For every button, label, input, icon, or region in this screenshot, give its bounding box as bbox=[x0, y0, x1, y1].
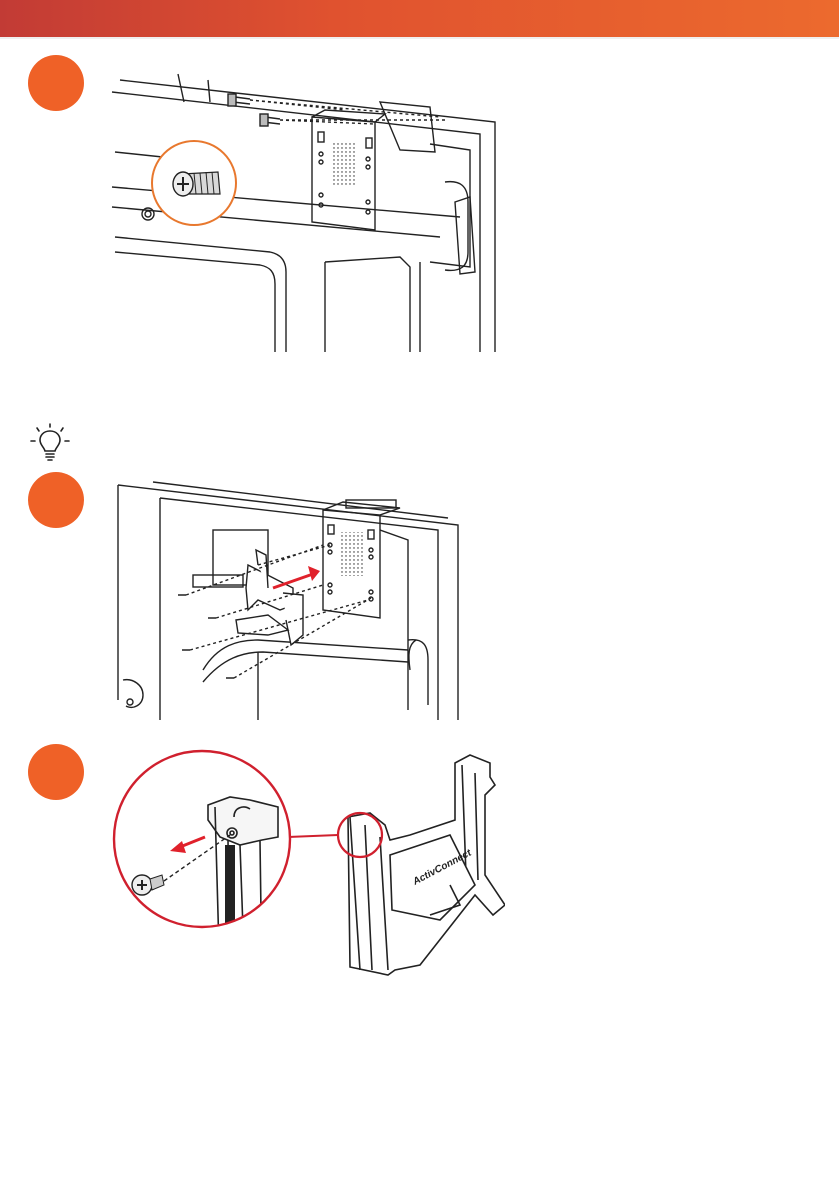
step-1-marker bbox=[28, 55, 84, 111]
screw-closeup-icon bbox=[173, 172, 220, 196]
figure-step-1-display-bracket bbox=[100, 62, 505, 352]
lightbulb-icon bbox=[30, 423, 70, 463]
step-3-marker bbox=[28, 744, 84, 800]
header-divider bbox=[0, 37, 839, 39]
arrow-right-icon bbox=[308, 566, 320, 581]
figure-step-3-activconnect-bracket: ActivConnect bbox=[110, 745, 505, 980]
header-bar bbox=[0, 0, 839, 37]
figure-step-2-bracket-mount bbox=[108, 470, 468, 720]
step-2-marker bbox=[28, 472, 84, 528]
